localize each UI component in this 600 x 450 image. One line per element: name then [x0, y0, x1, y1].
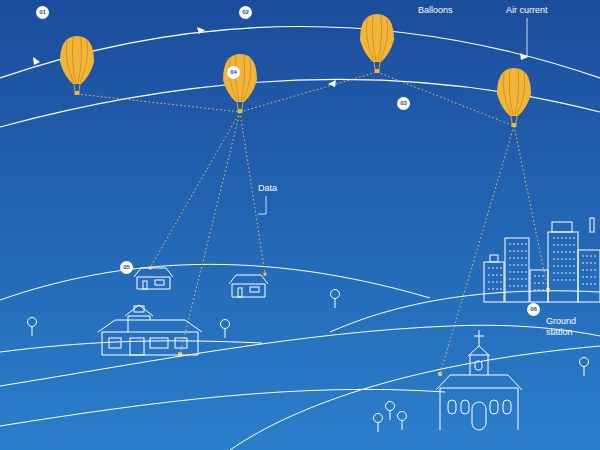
callout-number: 01 [36, 6, 49, 19]
city-windows [488, 238, 596, 290]
hills [0, 264, 600, 450]
air-current [0, 27, 600, 128]
leader-line [258, 196, 266, 214]
part-label: Balloons [418, 5, 453, 16]
callout-number: 06 [527, 303, 540, 316]
current-arrows [33, 27, 528, 87]
balloons [60, 14, 531, 127]
part-label: Data [258, 183, 277, 194]
leader-line [527, 18, 528, 56]
callout-number: 05 [120, 261, 133, 274]
data-links [77, 72, 548, 374]
trees [28, 290, 589, 433]
callout-number: 03 [397, 97, 410, 110]
part-label: Ground station [546, 316, 586, 338]
callout-number: 02 [239, 6, 252, 19]
part-label: Air current [506, 5, 548, 16]
data-endpoints [148, 266, 550, 376]
buildings [98, 218, 600, 430]
callout-number: 04 [227, 66, 240, 79]
